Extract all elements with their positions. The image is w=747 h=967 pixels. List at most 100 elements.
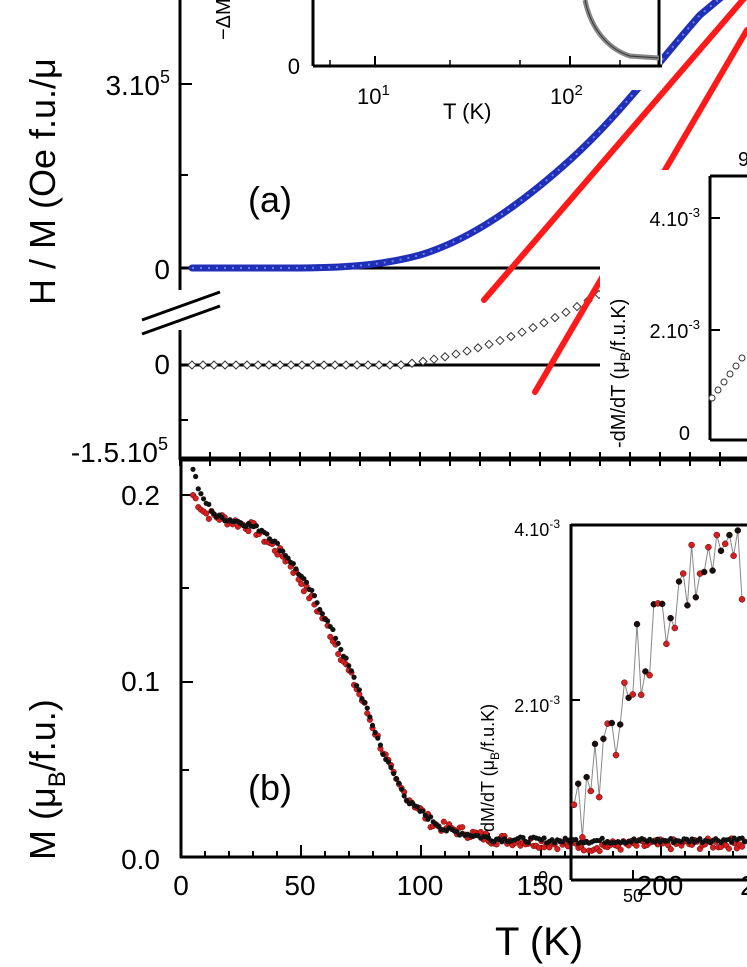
data-point: [579, 834, 586, 841]
data-point: [667, 614, 674, 622]
data-point: [561, 307, 571, 317]
data-point: [541, 835, 547, 841]
divider-ticks: [179, 452, 721, 466]
data-point: [193, 473, 199, 480]
data-point: [684, 602, 691, 609]
right-inset: 9 4.10-3 2.10-3 0 -dM/dT (μB/f.u.K): [600, 149, 747, 448]
gray-fit-curve-edge: [584, 0, 660, 59]
data-point: [385, 360, 395, 370]
data-point: [726, 370, 734, 378]
data-point: [338, 646, 344, 653]
data-point: [205, 515, 212, 522]
data-point: [398, 786, 405, 792]
data-point: [264, 360, 274, 370]
x-axis-label: T (K): [495, 920, 583, 964]
data-point: [343, 655, 349, 661]
data-point: [203, 510, 210, 517]
x-ticks: [180, 845, 734, 857]
data-point: [195, 486, 201, 492]
data-point: [572, 301, 582, 312]
data-point: [484, 339, 494, 350]
data-point: [190, 466, 196, 472]
data-point: [738, 596, 746, 603]
data-point: [429, 354, 439, 364]
data-point: [616, 721, 624, 728]
panel-b-label: (b): [248, 767, 292, 808]
data-point: [231, 360, 241, 370]
data-point: [633, 620, 641, 628]
panel-b: 0.2 0.1 0.0 M (μB/f.u.) (b) 4.10-3 2.10-…: [22, 459, 747, 964]
data-point: [621, 679, 628, 686]
panel-a-label: (a): [248, 179, 292, 220]
data-point: [625, 694, 632, 702]
right-inset-top-tick: 9: [738, 149, 747, 171]
data-point: [293, 566, 299, 572]
data-point: [742, 839, 747, 845]
data-point: [354, 682, 360, 689]
data-point: [391, 770, 397, 777]
data-point: [198, 491, 204, 497]
x-tick-label: 200: [637, 870, 684, 901]
data-point: [700, 568, 708, 576]
data-point: [596, 848, 603, 855]
data-point: [717, 547, 725, 555]
data-point: [580, 847, 587, 854]
data-point: [697, 836, 703, 842]
y-tick-label: 0: [154, 254, 170, 285]
data-point: [708, 394, 716, 402]
data-point: [422, 812, 428, 818]
top-inset-x-tick: 101: [357, 82, 390, 109]
data-point: [297, 360, 307, 370]
panel-a: 3.105 0 0 -1.5.105 H / M (Oe f.u./μ (a): [22, 0, 747, 468]
data-point: [346, 663, 352, 669]
right-inset-points: [708, 354, 746, 402]
data-point: [377, 742, 384, 748]
data-point: [637, 691, 645, 699]
data-point: [401, 793, 407, 799]
data-point: [520, 835, 526, 841]
data-point: [356, 687, 362, 693]
data-point: [311, 593, 318, 599]
data-point: [451, 349, 461, 359]
x-tick-label: 50: [284, 870, 315, 901]
data-point: [692, 594, 700, 601]
data-point: [440, 352, 450, 362]
data-point: [668, 835, 674, 842]
x-tick-label: 2: [740, 870, 747, 901]
data-point: [206, 501, 212, 507]
y-tick-label: 0: [154, 349, 170, 380]
data-point: [192, 495, 199, 502]
data-point: [200, 496, 207, 502]
data-point: [264, 531, 270, 537]
data-point: [407, 358, 417, 368]
data-point: [396, 360, 406, 370]
data-point: [330, 360, 340, 370]
data-point: [440, 818, 447, 825]
x-tick-label: 100: [397, 870, 444, 901]
data-point: [658, 600, 666, 608]
data-point: [301, 576, 307, 582]
data-point: [369, 722, 376, 729]
data-point: [459, 824, 466, 831]
data-point: [599, 835, 605, 841]
x-tick-label: 0: [173, 870, 189, 901]
data-point: [462, 346, 472, 356]
data-point: [374, 360, 384, 370]
data-point: [330, 626, 336, 633]
data-point: [595, 793, 603, 801]
data-point: [428, 814, 434, 820]
data-point: [528, 322, 538, 333]
data-point: [319, 360, 329, 370]
data-point: [418, 356, 428, 367]
data-point: [671, 624, 679, 632]
data-point: [734, 527, 742, 534]
data-point: [348, 668, 354, 674]
data-point: [535, 844, 542, 851]
data-point: [573, 836, 579, 843]
data-point: [317, 606, 323, 613]
data-point: [730, 552, 737, 560]
data-point: [300, 588, 307, 595]
data-point: [709, 567, 716, 574]
data-point: [714, 386, 722, 394]
data-point: [364, 705, 370, 711]
